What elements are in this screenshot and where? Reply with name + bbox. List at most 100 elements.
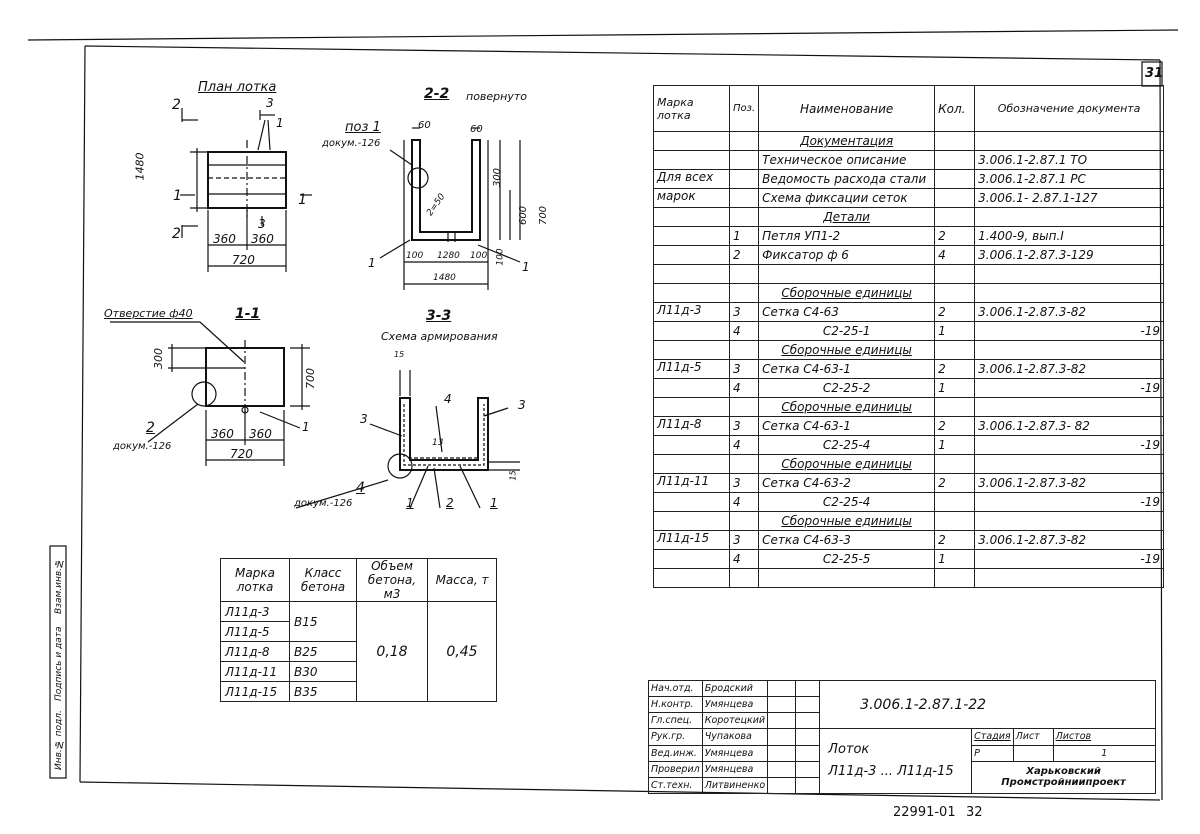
- stamp-signature: [767, 728, 797, 746]
- mass-header-mark: Марка лотка: [220, 558, 290, 602]
- stamp-signature: [767, 679, 797, 698]
- spec-qty: [934, 131, 976, 151]
- spec-qty: 1: [934, 321, 976, 341]
- stamp-person-name: Бродский: [701, 679, 769, 698]
- spec-pos: 4: [728, 492, 760, 512]
- spec-doc: [974, 283, 1164, 303]
- spec-row: Сборочные единицы: [653, 454, 1164, 474]
- section-33-callout-3b: 3: [518, 398, 526, 412]
- spec-mark: [653, 340, 730, 360]
- spec-qty: [934, 264, 976, 284]
- spec-doc: 3.006.1-2.87.3-82: [974, 302, 1164, 322]
- section-22-dim-300: 300: [492, 167, 504, 188]
- spec-header-mark: Марка лотка: [653, 85, 730, 132]
- spec-mark: [653, 283, 730, 303]
- section-33-callout-1b: 1: [490, 496, 498, 510]
- spec-name: С2-25-5: [758, 549, 936, 569]
- spec-doc: [974, 568, 1164, 588]
- mass-mark: Л11д-5: [220, 621, 290, 642]
- section-33-dim-15a: 15: [394, 350, 405, 359]
- plan-cut-2-top: 2: [172, 97, 181, 113]
- spec-name: Схема фиксации сеток: [758, 188, 936, 208]
- spec-qty: 2: [934, 226, 976, 246]
- section-22-dim-100c: 100: [495, 248, 506, 266]
- spec-row: [653, 264, 1164, 284]
- spec-doc: 3.006.1-2.87.3-82: [974, 530, 1164, 550]
- mass-header-row: Марка лотка Класс бетона Объем бетона, м…: [220, 558, 497, 602]
- section-11-dim-360b: 360: [249, 427, 272, 441]
- spec-mark: Л11д-11: [653, 473, 730, 493]
- spec-doc: [974, 264, 1164, 284]
- section-22-callout-1a: 1: [368, 256, 376, 270]
- spec-mark: Л11д-3: [653, 302, 730, 322]
- section-22-callout-1b: 1: [522, 260, 530, 274]
- plan-title: План лотка: [198, 80, 277, 95]
- spec-name: Сборочные единицы: [758, 340, 936, 360]
- spec-mark: [653, 492, 730, 512]
- stamp-org-line2: Промстройниипроект: [1001, 777, 1126, 789]
- mass-class: В15: [289, 601, 357, 642]
- spec-pos: [728, 150, 760, 170]
- spec-name: Петля УП1-2: [758, 226, 936, 246]
- spec-mark: [653, 245, 730, 265]
- spec-doc: 3.006.1-2.87.3-129: [974, 245, 1164, 265]
- spec-mark: Л11д-5: [653, 359, 730, 379]
- stamp-date: [795, 744, 821, 762]
- plan-cut-1-right: 1: [298, 192, 307, 208]
- section-33-callout-4b: 4: [356, 480, 365, 496]
- spec-pos: 4: [728, 549, 760, 569]
- section-11-dim-360a: 360: [211, 427, 234, 441]
- stamp-role: Н.контр.: [648, 696, 703, 714]
- stamp-person-name: Коротецкий: [701, 712, 769, 730]
- mass-table: Марка лотка Класс бетона Объем бетона, м…: [220, 558, 497, 702]
- specification-table: Марка лотка Поз. Наименование Кол. Обозн…: [653, 85, 1164, 588]
- stamp-date: [795, 728, 821, 746]
- spec-row: Сборочные единицы: [653, 511, 1164, 531]
- spec-row: Документация: [653, 131, 1164, 151]
- plan-dim-height: 1480: [133, 152, 147, 181]
- spec-pos: 4: [728, 321, 760, 341]
- spec-name: Сборочные единицы: [758, 511, 936, 531]
- stamp-signature: [767, 696, 797, 714]
- spec-pos: 3: [728, 416, 760, 436]
- spec-qty: [934, 169, 976, 189]
- plan-dim-right: 360: [251, 232, 274, 246]
- bottom-page: 32: [966, 805, 983, 820]
- spec-pos: [728, 397, 760, 417]
- stamp-role: Вед.инж.: [648, 744, 703, 762]
- section-33-subtitle: Схема армирования: [381, 330, 498, 343]
- spec-pos: 1: [728, 226, 760, 246]
- spec-doc: [974, 207, 1164, 227]
- spec-qty: 1: [934, 435, 976, 455]
- spec-pos: [728, 207, 760, 227]
- spec-doc: [974, 511, 1164, 531]
- spec-doc: -19: [974, 321, 1164, 341]
- spec-pos: 2: [728, 245, 760, 265]
- stamp-date: [795, 696, 821, 714]
- spec-name: Сетка С4-63-3: [758, 530, 936, 550]
- stamp-designation: 3.006.1-2.87.1-22: [819, 679, 1156, 730]
- section-22-dim-700: 700: [538, 205, 550, 226]
- section-33-callout-3a: 3: [360, 412, 368, 426]
- section-22-dim-100b: 100: [470, 251, 488, 261]
- spec-doc: -19: [974, 549, 1164, 569]
- plan-dim-total: 720: [232, 253, 255, 267]
- stamp-sheets-header: Листов: [1052, 728, 1157, 746]
- mass-mark: Л11д-3: [220, 601, 290, 622]
- spec-row: Детали: [653, 207, 1164, 227]
- stamp-sheets: 1: [1052, 744, 1157, 762]
- spec-pos: [728, 283, 760, 303]
- spec-name: Сборочные единицы: [758, 283, 936, 303]
- margin-label-inv: Инв.№ подл.: [54, 710, 64, 770]
- plan-cut-2-bottom: 2: [172, 226, 181, 242]
- spec-pos: [728, 131, 760, 151]
